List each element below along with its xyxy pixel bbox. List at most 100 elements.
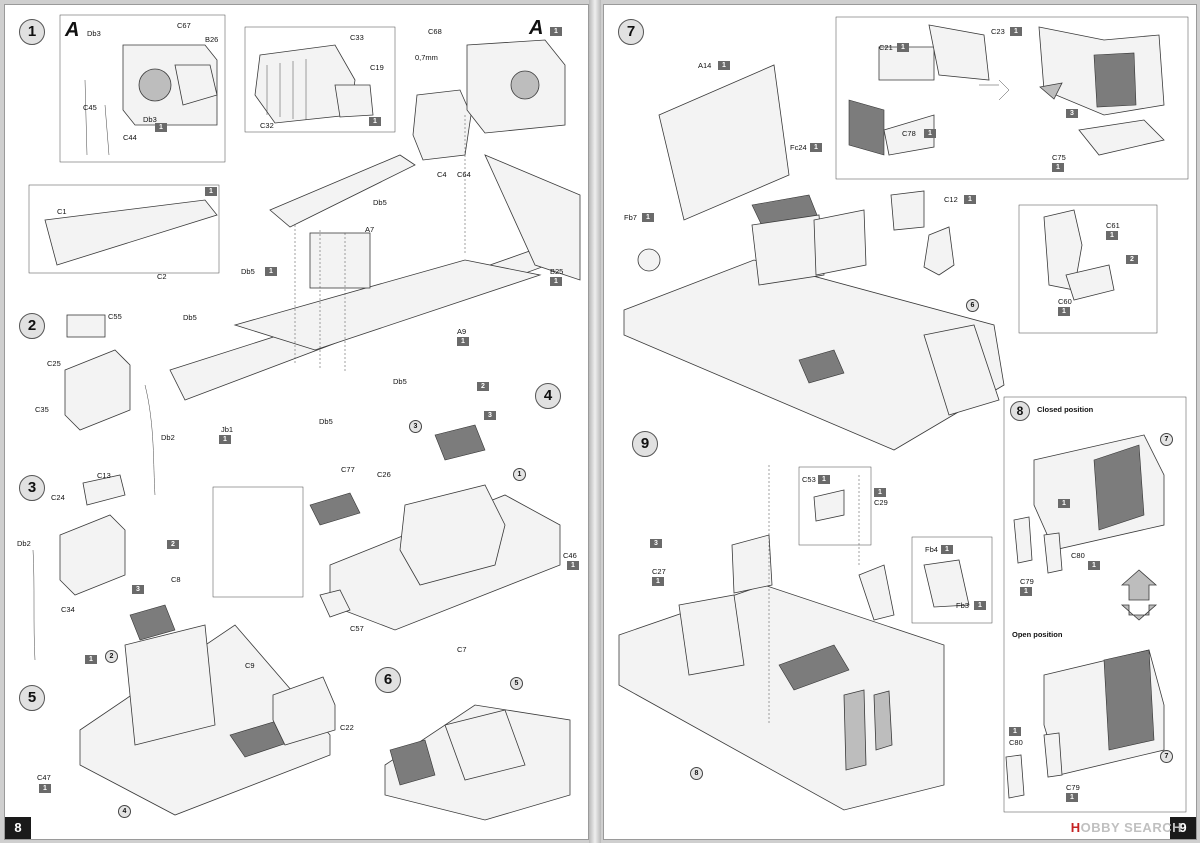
step-number-1: 1	[19, 19, 45, 45]
part-label: Db3	[143, 115, 157, 124]
sprue-badge: 1	[1052, 163, 1064, 172]
page-number-right: 9	[1170, 817, 1196, 839]
sprue-badge: 1	[457, 337, 469, 346]
part-label: C34	[61, 605, 75, 614]
step-number-3: 3	[19, 475, 45, 501]
part-label: C1	[57, 207, 67, 216]
assembly-drawings-left	[28, 14, 581, 821]
sprue-badge: 1	[369, 117, 381, 126]
part-label: Db5	[319, 417, 333, 426]
part-label: C33	[350, 33, 364, 42]
step-number-6: 6	[375, 667, 401, 693]
part-label: C45	[83, 103, 97, 112]
sprue-badge: 1	[652, 577, 664, 586]
hobby-search-watermark: HOBBY SEARCH	[1070, 820, 1182, 835]
part-label: C79	[1020, 577, 1034, 586]
part-label: Db5	[373, 198, 387, 207]
part-label: C22	[340, 723, 354, 732]
step-reference-circle: 8	[690, 767, 703, 780]
instruction-page-left: 1 2 3 4 5 6 A A Db3 C67 B26 C45 Db3 C44 …	[4, 4, 589, 840]
part-label: A7	[365, 225, 375, 234]
part-label: B25	[550, 267, 564, 276]
step-reference-circle: 3	[409, 420, 422, 433]
part-label: C25	[47, 359, 61, 368]
sprue-badge: 1	[205, 187, 217, 196]
step-number-2: 2	[19, 313, 45, 339]
step-number-9: 9	[632, 431, 658, 457]
sprue-badge: 3	[1066, 109, 1078, 118]
sprue-badge: 2	[477, 382, 489, 391]
step-number-7: 7	[618, 19, 644, 45]
part-label: C27	[652, 567, 666, 576]
part-label: C19	[370, 63, 384, 72]
part-label: C80	[1071, 551, 1085, 560]
sprue-badge: 1	[1058, 307, 1070, 316]
step-reference-circle: 1	[513, 468, 526, 481]
step-reference-circle: 7	[1160, 433, 1173, 446]
part-label: C24	[51, 493, 65, 502]
part-label: C78	[902, 129, 916, 138]
sprue-badge: 1	[964, 195, 976, 204]
part-label: C8	[171, 575, 181, 584]
part-label: C68	[428, 27, 442, 36]
part-label: C13	[97, 471, 111, 480]
sprue-badge: 1	[974, 601, 986, 610]
part-label: C61	[1106, 221, 1120, 230]
part-label: C32	[260, 121, 274, 130]
part-label: C77	[341, 465, 355, 474]
part-label: C21	[879, 43, 893, 52]
part-label: Db2	[161, 433, 175, 442]
part-label: C55	[108, 312, 122, 321]
part-label: Fb3	[956, 601, 969, 610]
part-label: C67	[177, 21, 191, 30]
part-label: Db5	[393, 377, 407, 386]
sprue-badge: 1	[219, 435, 231, 444]
part-label: Fb7	[624, 213, 637, 222]
step-reference-circle: 6	[966, 299, 979, 312]
part-label: C12	[944, 195, 958, 204]
sprue-badge: 1	[39, 784, 51, 793]
sprue-badge: 1	[550, 277, 562, 286]
sprue-badge: 1	[567, 561, 579, 570]
instruction-page-right: 7 9 8 Closed position Open position A14 …	[603, 4, 1197, 840]
open-position-title: Open position	[1012, 630, 1063, 639]
part-label: Db5	[183, 313, 197, 322]
sprue-badge: 1	[265, 267, 277, 276]
part-label: C47	[37, 773, 51, 782]
sprue-badge: 1	[810, 143, 822, 152]
assembly-drawings-right	[618, 16, 1189, 813]
part-label: C7	[457, 645, 467, 654]
part-label: C26	[377, 470, 391, 479]
step-reference-circle: 4	[118, 805, 131, 818]
sprue-badge: 1	[550, 27, 562, 36]
sprue-badge: 2	[1126, 255, 1138, 264]
part-label: C60	[1058, 297, 1072, 306]
inset-letter-a: A	[65, 19, 80, 41]
sprue-badge: 1	[1088, 561, 1100, 570]
inset-letter-a-main: A	[529, 17, 544, 39]
sprue-badge: 1	[642, 213, 654, 222]
sprue-badge: 1	[155, 123, 167, 132]
part-label: Fb4	[925, 545, 938, 554]
sprue-badge: 1	[1058, 499, 1070, 508]
part-label: Db3	[87, 29, 101, 38]
step-number-8: 8	[1010, 401, 1030, 421]
sprue-badge: 1	[85, 655, 97, 664]
sprue-badge: 1	[818, 475, 830, 484]
sprue-badge: 2	[167, 540, 179, 549]
sprue-badge: 3	[132, 585, 144, 594]
sprue-badge: 1	[874, 488, 886, 497]
part-label: C64	[457, 170, 471, 179]
sprue-badge: 1	[1020, 587, 1032, 596]
sprue-badge: 1	[1010, 27, 1022, 36]
sprue-badge: 1	[1106, 231, 1118, 240]
part-label: C57	[350, 624, 364, 633]
step-number-4: 4	[535, 383, 561, 409]
part-label: A9	[457, 327, 467, 336]
part-label: C44	[123, 133, 137, 142]
page-number-left: 8	[5, 817, 31, 839]
part-label: C46	[563, 551, 577, 560]
part-label: C53	[802, 475, 816, 484]
sprue-badge: 3	[484, 411, 496, 420]
sprue-badge: 1	[1066, 793, 1078, 802]
